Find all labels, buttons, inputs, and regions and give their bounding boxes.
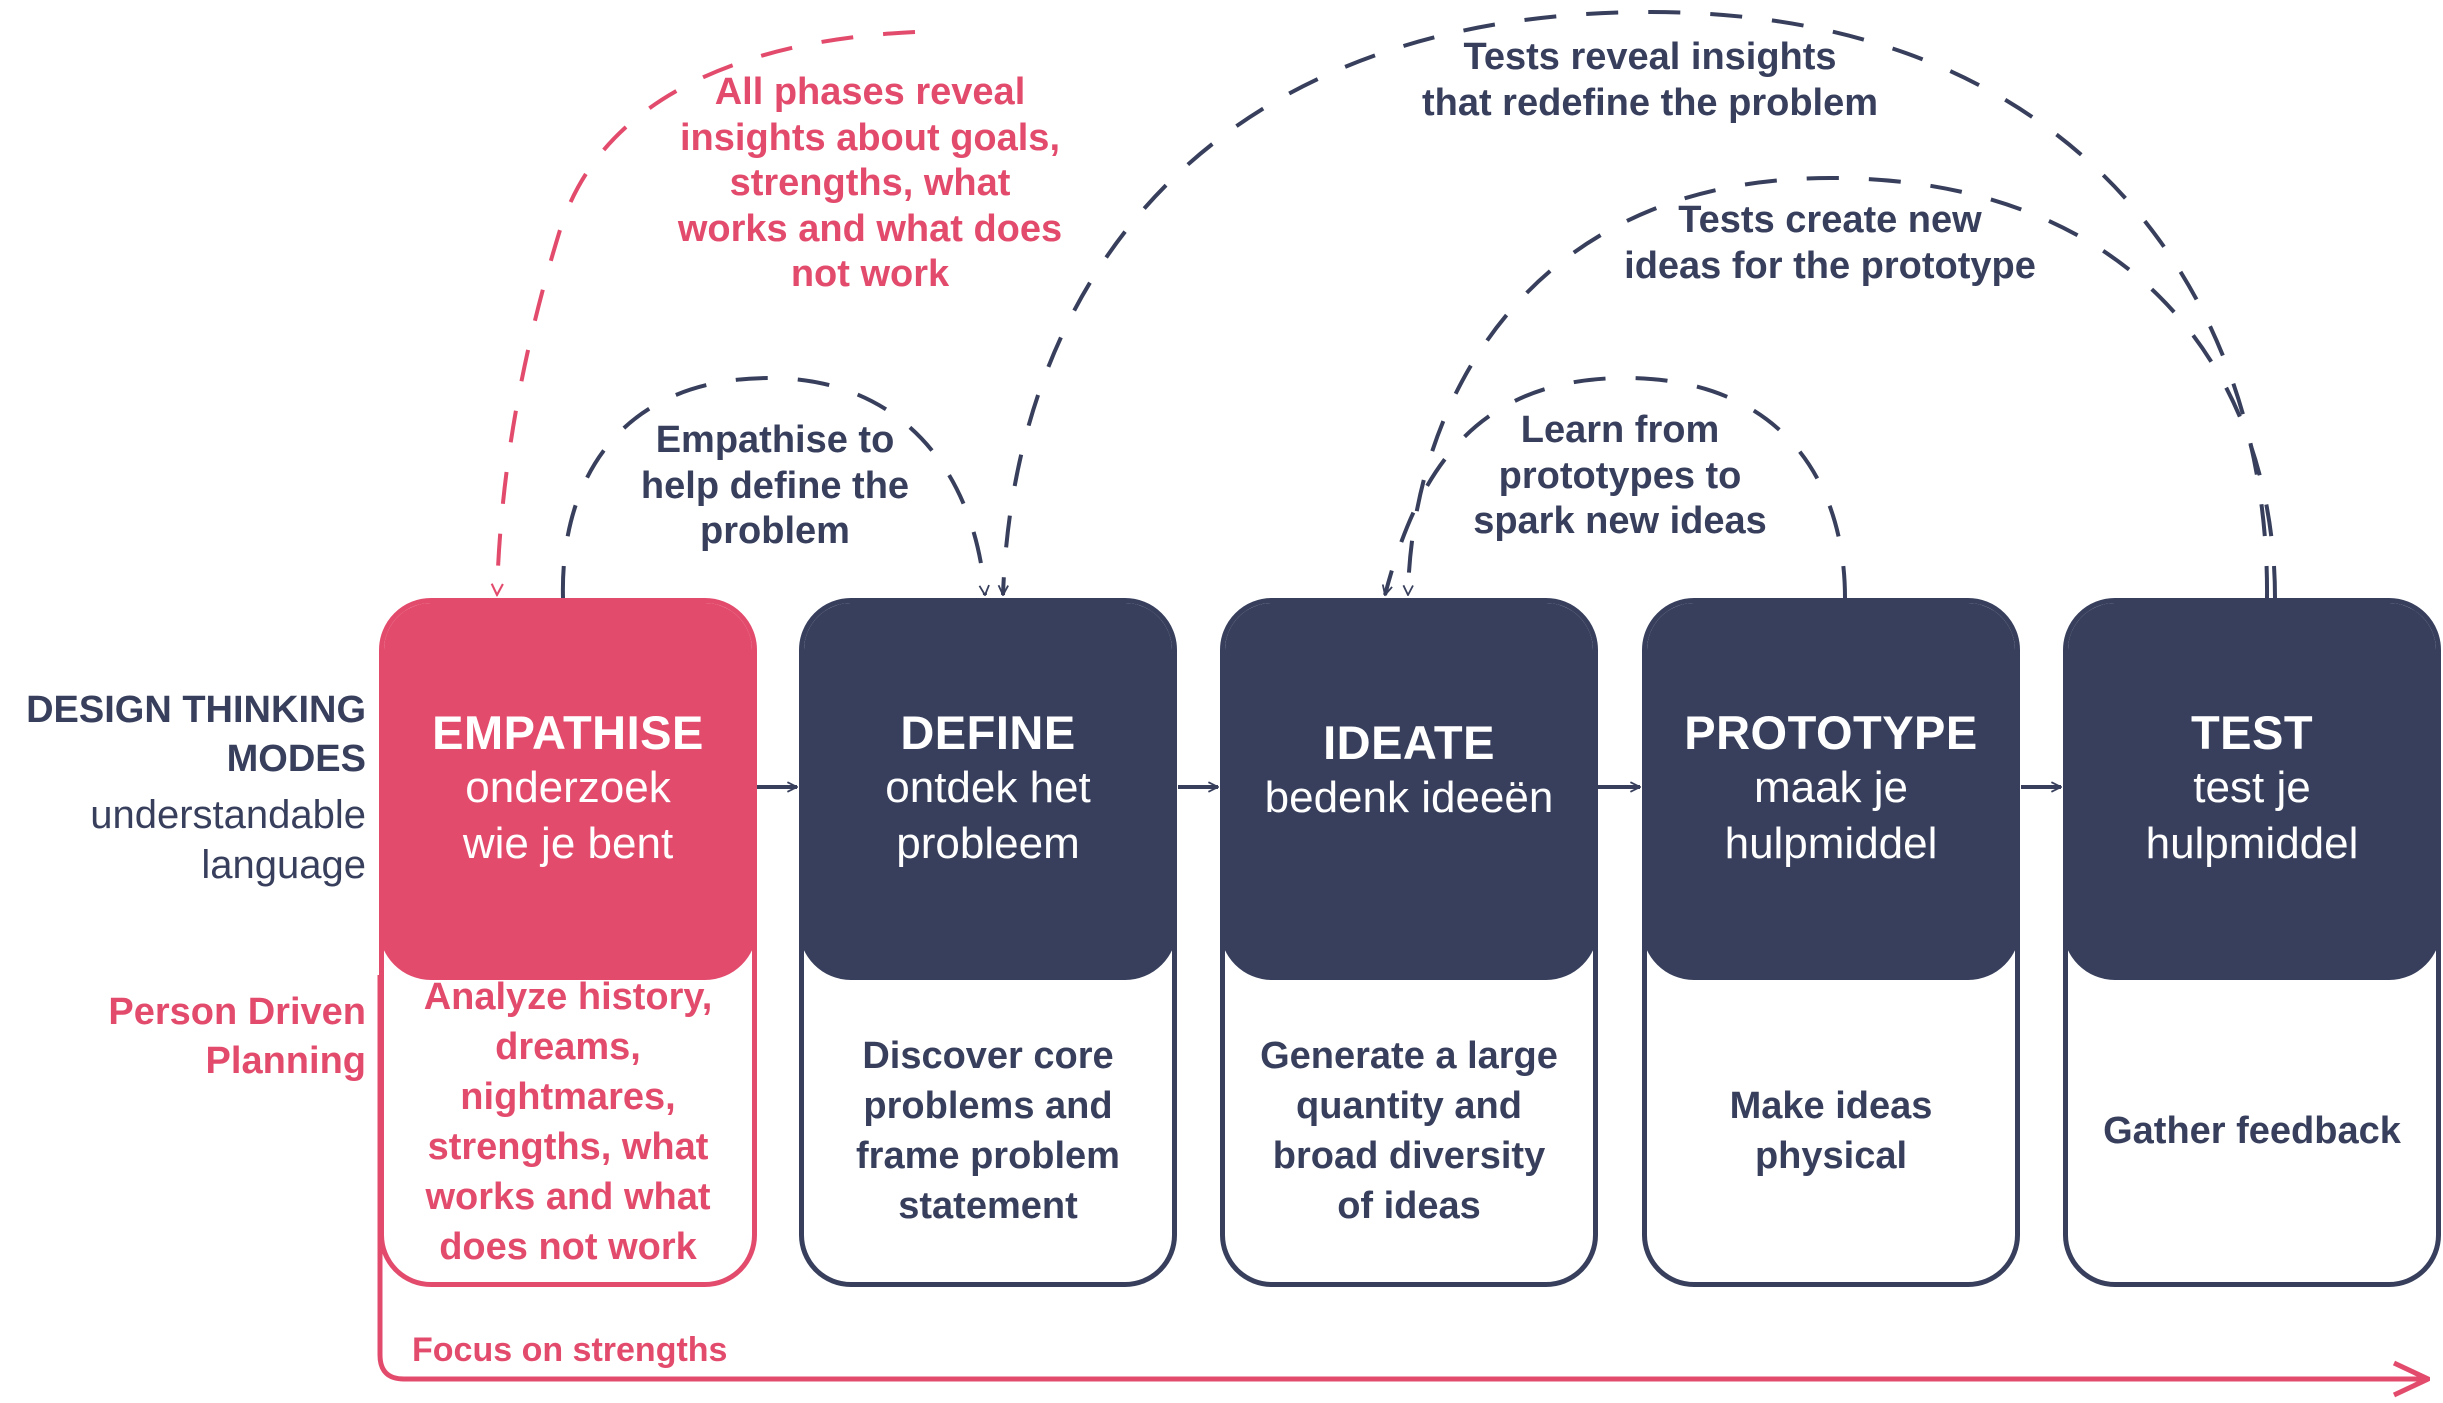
loop-label-line: Empathise to	[655, 419, 895, 461]
phase-title: EMPATHISE	[432, 705, 704, 759]
phase-description: Generate a large quantity and broad dive…	[1260, 1034, 1558, 1228]
loop-label-line: Tests reveal insights	[1463, 36, 1837, 78]
loop-label-line: All phases reveal	[714, 71, 1026, 113]
modes-sub-line2: language	[201, 843, 366, 887]
phase-card-header: EMPATHISE onderzoek wie je bent	[384, 603, 752, 980]
phase-subtitle: ontdek het probleem	[885, 762, 1091, 869]
phase-card-empathise: EMPATHISE onderzoek wie je bent Analyze …	[379, 598, 757, 1287]
loop-label-line: problem	[700, 510, 850, 553]
loop-label-line: insights about goals,	[679, 116, 1061, 159]
phase-description: Gather feedback	[2103, 1109, 2401, 1152]
phase-subtitle: maak je hulpmiddel	[1724, 762, 1938, 869]
loop-test-to-define	[1003, 9, 2270, 599]
loop-label-tests-redefine: Tests reveal insights that redefine the …	[1350, 35, 1950, 126]
modes-title-line1: DESIGN THINKING	[26, 689, 366, 731]
pdp-line2: Planning	[205, 1040, 366, 1083]
phase-description: Make ideas physical	[1729, 1084, 1933, 1177]
phase-description: Discover core problems and frame problem…	[856, 1034, 1120, 1228]
focus-on-strengths-arrow	[377, 975, 2428, 1379]
phase-title: PROTOTYPE	[1684, 705, 1978, 759]
focus-on-strengths-label: Focus on strengths	[412, 1331, 728, 1369]
phase-card-define: DEFINE ontdek het probleem Discover core…	[799, 598, 1177, 1287]
loop-label-learn-prototypes: Learn from prototypes to spark new ideas	[1440, 408, 1800, 545]
loop-label-line: that redefine the problem	[1421, 81, 1879, 124]
phase-card-header: IDEATE bedenk ideeën	[1225, 603, 1593, 980]
loop-label-line: Tests create new	[1678, 199, 1982, 241]
person-driven-planning-label: Person Driven Planning	[108, 988, 366, 1087]
loop-label-line: help define the	[640, 464, 910, 507]
loop-label-line: Learn from	[1520, 409, 1720, 451]
phase-title: DEFINE	[900, 705, 1076, 759]
phase-card-header: TEST test je hulpmiddel	[2068, 603, 2436, 980]
modes-sub-line1: understandable	[90, 793, 366, 837]
phase-card-header: PROTOTYPE maak je hulpmiddel	[1647, 603, 2015, 980]
phase-subtitle: onderzoek wie je bent	[462, 762, 674, 869]
loop-empathise-to-define	[560, 375, 985, 599]
pdp-line1: Person Driven	[108, 991, 366, 1033]
loop-label-line: prototypes to	[1498, 454, 1742, 497]
phase-title: IDEATE	[1323, 716, 1495, 769]
phase-card-prototype: PROTOTYPE maak je hulpmiddel Make ideas …	[1642, 598, 2020, 1287]
phase-subtitle: bedenk ideeën	[1264, 773, 1554, 823]
loop-label-line: ideas for the prototype	[1624, 244, 2036, 287]
loop-all-to-empathise	[497, 30, 916, 595]
loop-label-line: not work	[790, 253, 950, 296]
phase-card-ideate: IDEATE bedenk ideeën Generate a large qu…	[1220, 598, 1598, 1287]
loop-label-all-phases: All phases reveal insights about goals, …	[630, 70, 1110, 298]
phase-subtitle: test je hulpmiddel	[2145, 762, 2359, 869]
phase-card-test: TEST test je hulpmiddel Gather feedback	[2063, 598, 2441, 1287]
phase-title: TEST	[2190, 705, 2314, 759]
loop-test-to-ideate	[1408, 175, 2277, 599]
design-thinking-modes-label: DESIGN THINKING MODES	[26, 686, 366, 785]
phase-description: Analyze history, dreams, nightmares, str…	[423, 975, 713, 1269]
loop-label-tests-create: Tests create new ideas for the prototype	[1560, 198, 2100, 289]
loop-label-line: works and what does	[677, 207, 1063, 250]
phase-card-header: DEFINE ontdek het probleem	[804, 603, 1172, 980]
understandable-language-label: understandable language	[90, 790, 366, 890]
loop-label-empathise-define: Empathise to help define the problem	[590, 418, 960, 555]
loop-label-line: spark new ideas	[1473, 500, 1767, 543]
modes-title-line2: MODES	[226, 738, 366, 781]
loop-label-line: strengths, what	[729, 162, 1011, 205]
